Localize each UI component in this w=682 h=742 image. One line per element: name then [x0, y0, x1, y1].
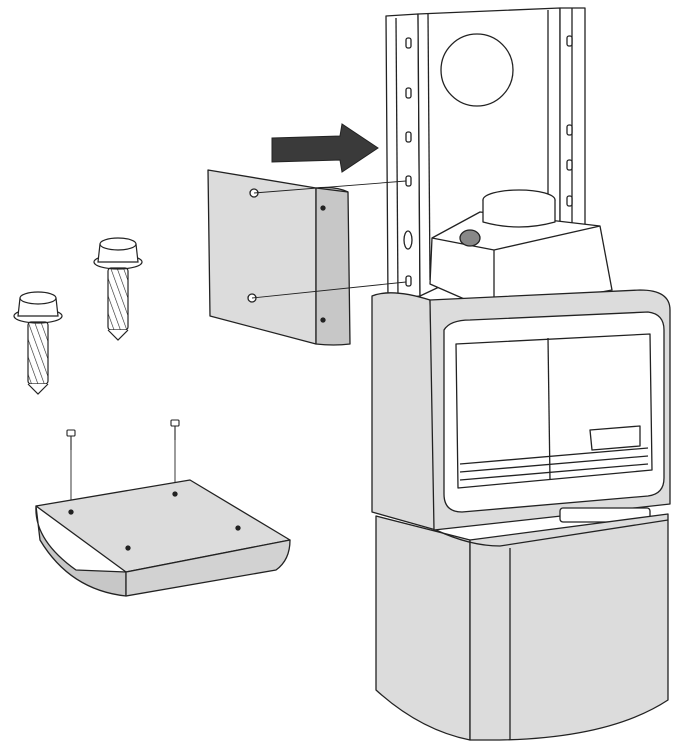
small-screw	[66, 429, 76, 450]
large-screw	[93, 237, 143, 341]
stove-grate	[459, 425, 649, 481]
small-screw	[170, 419, 180, 440]
direction-arrow	[271, 123, 379, 173]
stove-base-left	[375, 515, 471, 741]
stove-left-panel	[371, 292, 437, 531]
large-screw	[13, 291, 63, 395]
flue-hole	[440, 33, 514, 107]
alignment-line-bottom	[251, 281, 407, 299]
convection-hood	[429, 189, 613, 313]
frame-slots	[403, 35, 573, 287]
stove-body	[371, 189, 671, 741]
alignment-line-top	[253, 180, 407, 194]
top-plate	[35, 479, 291, 597]
stove-base-front	[469, 513, 669, 741]
side-panel	[207, 169, 351, 346]
stove-glass	[455, 333, 653, 489]
